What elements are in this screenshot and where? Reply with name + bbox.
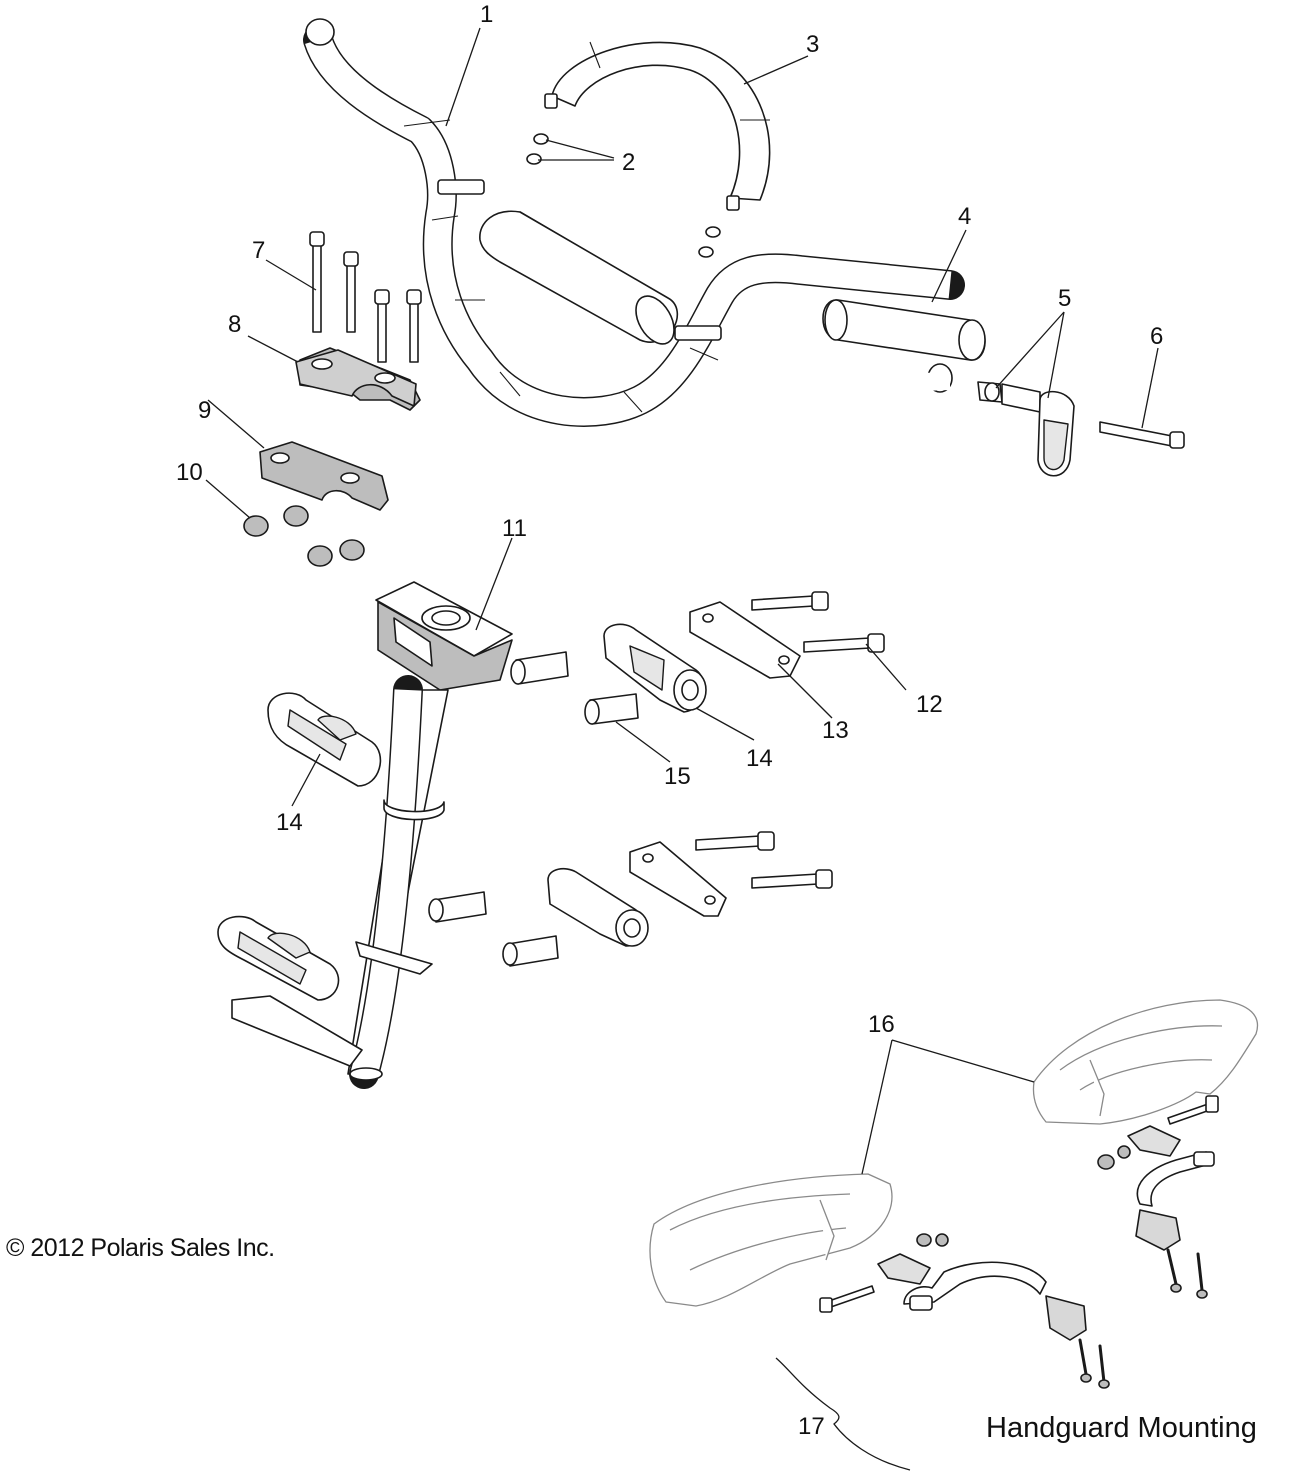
throttle-assembly: [977, 381, 1075, 477]
callout-4: 4: [958, 203, 971, 230]
handlebar: [303, 18, 965, 427]
grip: [822, 299, 986, 361]
callout-2: 2: [622, 149, 635, 176]
callout-14b: 14: [276, 809, 303, 836]
clamp-nuts: [243, 505, 365, 567]
callout-5: 5: [1058, 285, 1071, 312]
callout-13: 13: [822, 717, 849, 744]
callout-1: 1: [480, 1, 493, 28]
callout-15: 15: [664, 763, 691, 790]
section-title: Handguard Mounting: [986, 1412, 1257, 1444]
callout-3: 3: [806, 31, 819, 58]
callout-11: 11: [502, 515, 527, 542]
post-clamps: [217, 623, 707, 1001]
leader-lines: [205, 27, 1159, 1175]
upper-clamp: [295, 347, 421, 411]
callout-7: 7: [252, 237, 265, 264]
throttle-bolt: [1099, 421, 1185, 449]
handguard-mounting-hardware: [775, 1095, 1219, 1471]
lower-clamp: [259, 441, 389, 511]
callout-17: 17: [798, 1413, 825, 1440]
copyright-notice: © 2012 Polaris Sales Inc.: [6, 1234, 275, 1262]
crossbar-pad-cover: [544, 41, 771, 211]
callout-14a: 14: [746, 745, 773, 772]
mount-bolts: [695, 591, 885, 889]
callout-10: 10: [176, 459, 203, 486]
callout-numbers: 1 2 3 4 5 6 7 8 9 10 11 12 13 14 14 15 1…: [176, 1, 1163, 1440]
steering-post: [231, 581, 513, 1089]
bushings: [428, 651, 639, 967]
callout-6: 6: [1150, 323, 1163, 350]
pad-nuts: [526, 133, 721, 258]
handguards: [649, 999, 1258, 1307]
clamp-bolts: [309, 231, 422, 363]
callout-12: 12: [916, 691, 943, 718]
callout-9: 9: [198, 397, 211, 424]
callout-8: 8: [228, 311, 241, 338]
callout-16: 16: [868, 1011, 895, 1038]
